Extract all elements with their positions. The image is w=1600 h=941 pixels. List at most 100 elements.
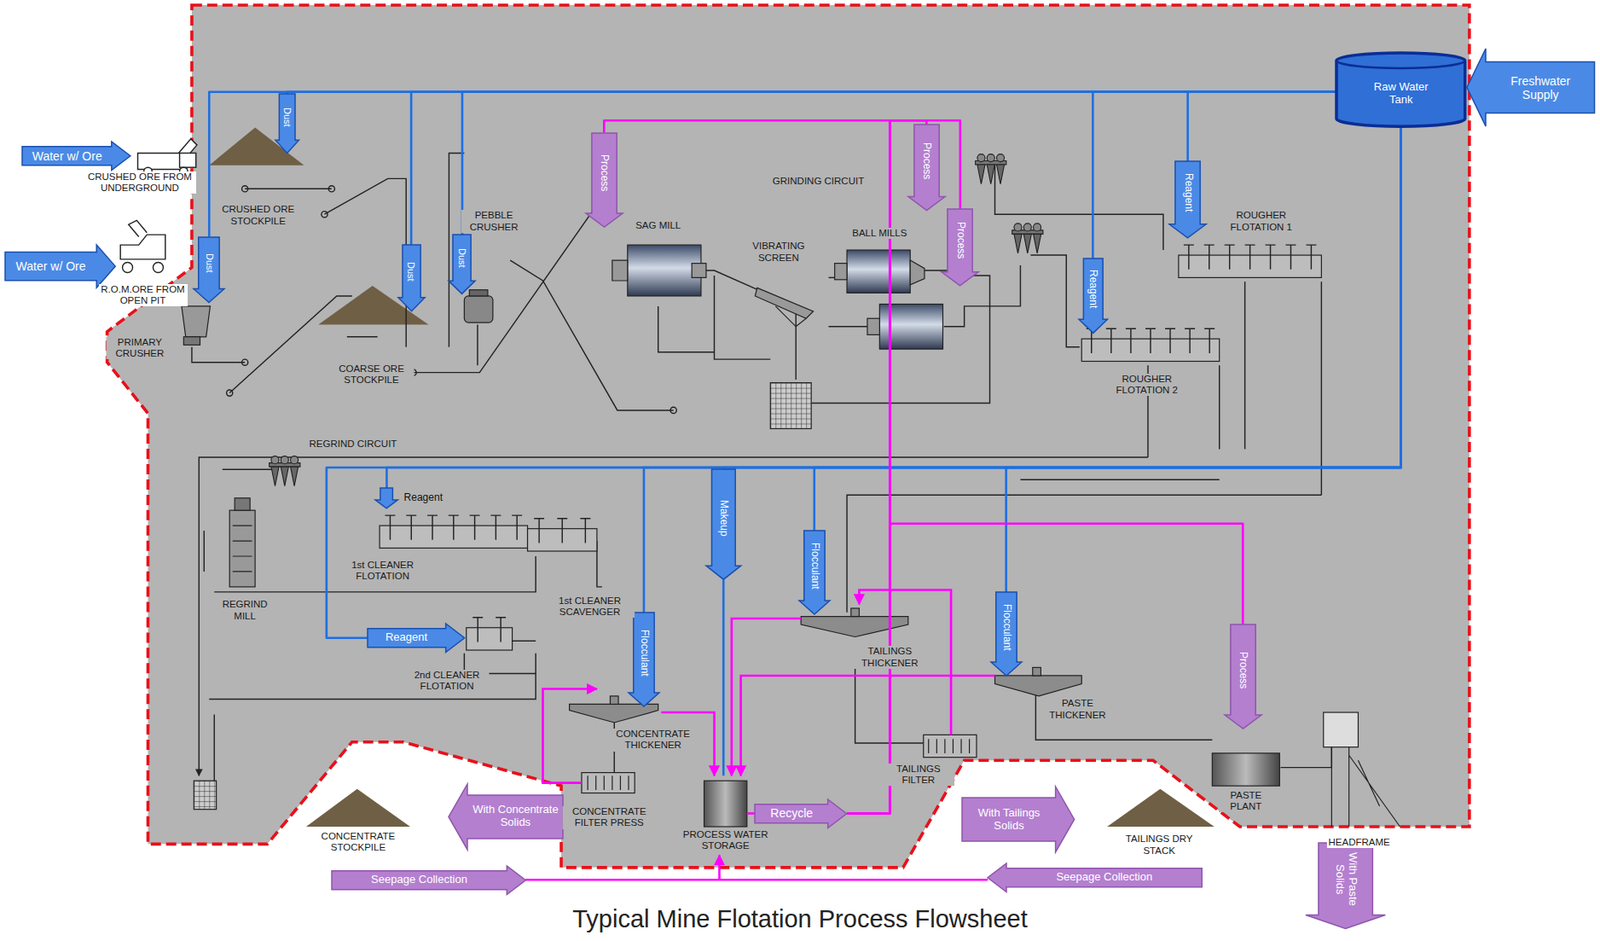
stockpiles xyxy=(208,127,1214,827)
reagent-arrow: Reagent xyxy=(1078,258,1108,333)
equipment-label: ROUGHER FLOTATION 1 xyxy=(1217,209,1306,232)
arrow-text: Seepage Collection xyxy=(371,873,468,887)
arrow-text: With Concentrate Solids xyxy=(469,803,561,829)
flocculant-arrow: Flocculant xyxy=(628,612,660,707)
dust-suppression-arrow-outline xyxy=(193,237,225,303)
equipment-label: R.O.M.ORE FROM OPEN PIT xyxy=(98,284,188,307)
water-line xyxy=(723,126,1401,470)
equipment-label: REGRIND MILL xyxy=(213,598,277,621)
freshwater-arrow-outline xyxy=(1466,48,1595,127)
arrow-text: Dust xyxy=(281,107,293,128)
water-line xyxy=(386,126,1401,488)
dust-suppression-arrow-outline xyxy=(448,234,476,294)
water-line xyxy=(846,120,927,813)
equipment-label: 2nd CLEANER FLOTATION xyxy=(405,669,490,692)
recycle-arrow: Recycle xyxy=(754,799,847,829)
diagram-title: Typical Mine Flotation Process Flowsheet xyxy=(572,905,1028,934)
arrow-text: Flocculant xyxy=(1000,603,1013,651)
equipment-label: 1st CLEANER SCAVENGER xyxy=(545,595,635,618)
reagent-arrow-outline xyxy=(1078,258,1108,333)
dust-suppression-arrow-outline xyxy=(275,93,299,153)
equipment-label: SAG MILL xyxy=(633,220,683,232)
arrow-text: Reagent xyxy=(385,631,428,644)
process-water-arrow-outline xyxy=(908,124,945,211)
water-line xyxy=(326,126,1402,638)
arrow-text: Seepage Collection xyxy=(1055,870,1153,884)
seepage-arrow: Seepage Collection xyxy=(331,865,526,895)
makeup-water-line xyxy=(722,579,725,777)
equipment-label: PASTE THICKENER xyxy=(1037,697,1118,720)
solids-outflow-arrow: With Tailings Solids xyxy=(962,786,1075,853)
equipment-label: BALL MILLS xyxy=(850,227,909,239)
equipment-label: TAILINGS DRY STACK xyxy=(1118,833,1200,856)
arrow-text: Process xyxy=(597,154,610,192)
equipment-label: HEADFRAME xyxy=(1327,836,1392,848)
water-line xyxy=(814,126,1402,531)
water-line xyxy=(208,92,1337,238)
arrow-text: Water w/ Ore xyxy=(16,259,87,273)
raw-water-tank-outline xyxy=(1336,52,1466,127)
freshwater-arrow: Freshwater Supply xyxy=(1466,48,1595,127)
raw-water-tank: Raw Water Tank xyxy=(1336,52,1466,127)
screen-and-sumps xyxy=(193,287,813,809)
seepage-arrow-outline xyxy=(331,865,526,895)
process-water-arrow-outline xyxy=(585,133,623,227)
dust-suppression-arrow-outline xyxy=(398,244,425,312)
mills xyxy=(229,244,943,587)
arrow-text: Reagent xyxy=(404,492,443,505)
seepage-arrow: Seepage Collection xyxy=(987,863,1202,893)
water-line xyxy=(462,92,1337,235)
arrow-text: Flocculant xyxy=(637,629,650,677)
equipment-label: VIBRATING SCREEN xyxy=(740,240,817,263)
reagent-arrow: Reagent xyxy=(375,487,446,509)
water-line xyxy=(846,120,961,813)
cyclone xyxy=(269,456,301,487)
reagent-arrow-outline xyxy=(367,623,465,653)
cyclone xyxy=(975,154,1007,185)
water-line xyxy=(846,523,1243,814)
equipment-label: PEBBLE CRUSHER xyxy=(461,209,527,232)
process-water-arrow: Process xyxy=(941,208,979,286)
equipment-label: CONCENTRATE STOCKPILE xyxy=(311,830,405,853)
flocculant-arrow: Flocculant xyxy=(991,591,1022,676)
arrow-text: Dust xyxy=(457,248,469,268)
equipment-label: CONCENTRATE FILTER PRESS xyxy=(562,805,656,829)
arrow-text: Reagent xyxy=(1182,173,1195,212)
equipment-label: 1st CLEANER FLOTATION xyxy=(340,559,425,582)
equipment-label: ROUGHER FLOTATION 2 xyxy=(1102,373,1192,396)
equipment-label: CRUSHED ORE FROM UNDERGROUND xyxy=(83,171,197,194)
dust-suppression-arrow: Dust xyxy=(398,244,425,312)
arrow-text: Process xyxy=(1236,651,1249,689)
arrow-text: With Tailings Solids xyxy=(972,806,1046,833)
water-inlet-arrow-outline xyxy=(22,141,131,171)
arrow-text: Process xyxy=(920,142,933,180)
dust-suppression-arrow: Dust xyxy=(448,234,476,294)
solids-outflow-arrow-outline xyxy=(448,783,563,850)
reagent-arrow-outline xyxy=(1169,161,1206,238)
arrow-text: Water w/ Ore xyxy=(32,149,103,163)
equipment-label: REGRIND CIRCUIT xyxy=(307,438,400,450)
tank-rim xyxy=(1336,60,1466,69)
thickeners-filters xyxy=(569,608,1401,827)
arrow-text: Recycle xyxy=(770,805,813,820)
makeup-water-arrow-outline xyxy=(706,469,742,580)
reagent-arrow: Reagent xyxy=(1169,161,1206,238)
arrow-text: Process xyxy=(954,221,967,259)
arrow-text: With Paste Solids xyxy=(1333,850,1359,909)
water-line xyxy=(411,92,1337,245)
arrow-text: Makeup xyxy=(717,499,730,537)
seepage-arrow-outline xyxy=(987,863,1202,893)
arrow-text: Raw Water Tank xyxy=(1370,81,1432,107)
arrow-text: Reagent xyxy=(1086,269,1099,308)
equipment-label: PASTE PLANT xyxy=(1218,789,1274,812)
water-line xyxy=(1092,92,1337,259)
process-water-arrow-outline xyxy=(941,208,979,286)
makeup-water-arrow: Makeup xyxy=(706,469,742,580)
trucks xyxy=(120,139,198,273)
water-line xyxy=(1006,126,1402,592)
water-line xyxy=(643,126,1402,613)
process-water-lines xyxy=(525,589,995,880)
solids-outflow-arrow: With Paste Solids xyxy=(1305,842,1386,929)
flocculant-arrow-outline xyxy=(991,591,1022,676)
